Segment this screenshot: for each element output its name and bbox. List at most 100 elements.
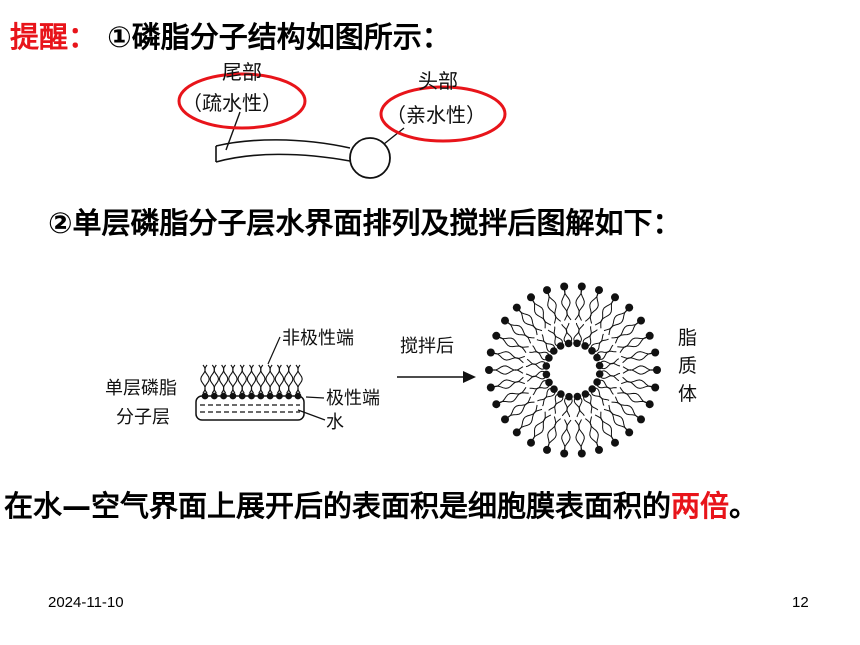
liposome-inner-phospholipid: [561, 392, 573, 418]
water-pointer: [297, 409, 326, 421]
liposome-tail: [619, 387, 651, 404]
monolayer-phospholipid: [200, 364, 210, 400]
liposome-head: [595, 361, 604, 370]
monolayer-label-line2: 分子层: [116, 407, 170, 428]
liposome-tail: [599, 362, 621, 370]
liposome-head: [501, 316, 509, 325]
liposome-inner-phospholipid: [548, 390, 565, 414]
liposome-tail: [590, 390, 605, 406]
liposome-tail: [595, 344, 614, 357]
liposome-head: [492, 400, 501, 409]
liposome-tail: [503, 321, 532, 344]
liposome-head: [595, 370, 604, 378]
monolayer-tail: [204, 364, 210, 394]
liposome-inner-phospholipid: [581, 390, 599, 414]
liposome-tail: [526, 358, 547, 365]
liposome: [485, 282, 661, 458]
liposome-tail: [599, 375, 620, 382]
liposome-head: [512, 303, 521, 312]
liposome-outer-phospholipid: [560, 419, 572, 458]
liposome-outer-phospholipid: [594, 411, 619, 447]
liposome-tail: [565, 322, 573, 344]
liposome-tail: [594, 296, 614, 326]
liposome-tail: [561, 323, 568, 345]
surface-area-text: 在水—空气界面上展开后的表面积是细胞膜表面积的: [4, 489, 672, 523]
liposome-head: [543, 286, 551, 295]
liposome-tail: [574, 286, 583, 321]
liposome-tail: [589, 290, 602, 324]
liposome-tail: [595, 383, 614, 395]
liposome-tail: [547, 289, 562, 322]
monolayer-molecules: [200, 364, 303, 400]
phospholipid-structure-figure: 尾部 （疏水性） 头部 （亲水性）: [177, 60, 507, 179]
liposome-head: [543, 445, 551, 454]
monolayer-phospholipid: [209, 364, 220, 400]
polar-end-label: 极性端: [326, 388, 380, 409]
liposome-inner-phospholipid: [593, 378, 617, 395]
liposome-head: [527, 438, 535, 447]
liposome-tail: [597, 350, 617, 360]
liposome-tail: [578, 323, 585, 344]
liposome-tail: [617, 333, 650, 348]
liposome-tail: [593, 387, 610, 401]
monolayer-tail: [232, 364, 238, 394]
footer-date: 2024-11-10: [48, 594, 124, 611]
liposome-outer-phospholipid: [486, 376, 525, 392]
liposome-outer-phospholipid: [584, 416, 603, 454]
liposome-tail: [529, 380, 549, 390]
liposome-tail: [544, 290, 557, 324]
liposome-inner-phospholipid: [536, 334, 558, 355]
monolayer-phospholipid: [237, 364, 247, 400]
liposome-outer-phospholipid: [527, 411, 552, 447]
liposome-outer-phospholipid: [603, 404, 634, 437]
monolayer-phospholipid: [274, 364, 285, 400]
liposome-outer-phospholipid: [574, 419, 586, 458]
liposome-tail: [515, 404, 538, 432]
liposome-tail: [505, 401, 535, 422]
liposome-head: [550, 347, 558, 355]
liposome-head: [595, 445, 603, 454]
liposome-tail: [525, 370, 547, 378]
liposome-head: [593, 353, 601, 362]
liposome-outer-phospholipid: [611, 316, 645, 344]
liposome-label-1: 脂: [678, 327, 697, 349]
liposome-tail: [578, 395, 585, 417]
liposome-tail: [622, 365, 658, 371]
liposome-head: [486, 383, 495, 392]
liposome-tail: [583, 394, 593, 414]
liposome-tail: [495, 336, 527, 353]
tip-label: 提醒: [10, 20, 69, 54]
monolayer-liposome-figure: 非极性端 单层磷脂 分子层 极性端 水 搅拌后 脂 质 体: [105, 282, 697, 458]
liposome-tail: [529, 411, 546, 443]
liposome-outer-phospholipid: [574, 282, 586, 321]
tail-pointer-line: [225, 111, 241, 151]
liposome-tail: [561, 396, 568, 417]
liposome-tail: [495, 387, 527, 404]
liposome-outer-phospholipid: [485, 365, 524, 375]
water-trough: [195, 395, 305, 421]
liposome-outer-phospholipid: [501, 396, 535, 424]
liposome-tail: [589, 416, 602, 450]
liposome-head: [593, 378, 601, 386]
liposome-tail: [621, 350, 656, 359]
liposome-outer-phospholipid: [617, 331, 654, 353]
liposome-head: [556, 342, 565, 350]
liposome-head: [527, 293, 535, 302]
monolayer-tail: [241, 364, 247, 394]
liposome-tail: [598, 358, 620, 365]
liposome-head: [564, 339, 573, 348]
monolayer-phospholipid: [228, 364, 238, 400]
highlight-double: 两倍: [671, 489, 730, 523]
liposome-tail: [582, 326, 592, 346]
liposome-outer-phospholipid: [621, 348, 660, 364]
liposome-head: [645, 400, 654, 409]
liposome-head: [560, 449, 569, 458]
liposome-head: [611, 438, 619, 447]
liposome-tail: [532, 383, 551, 396]
monolayer-tail: [260, 364, 266, 394]
liposome-tail: [599, 370, 621, 377]
monolayer-tail: [213, 364, 220, 394]
liposome-tail: [515, 308, 538, 336]
liposome-head: [545, 378, 553, 387]
